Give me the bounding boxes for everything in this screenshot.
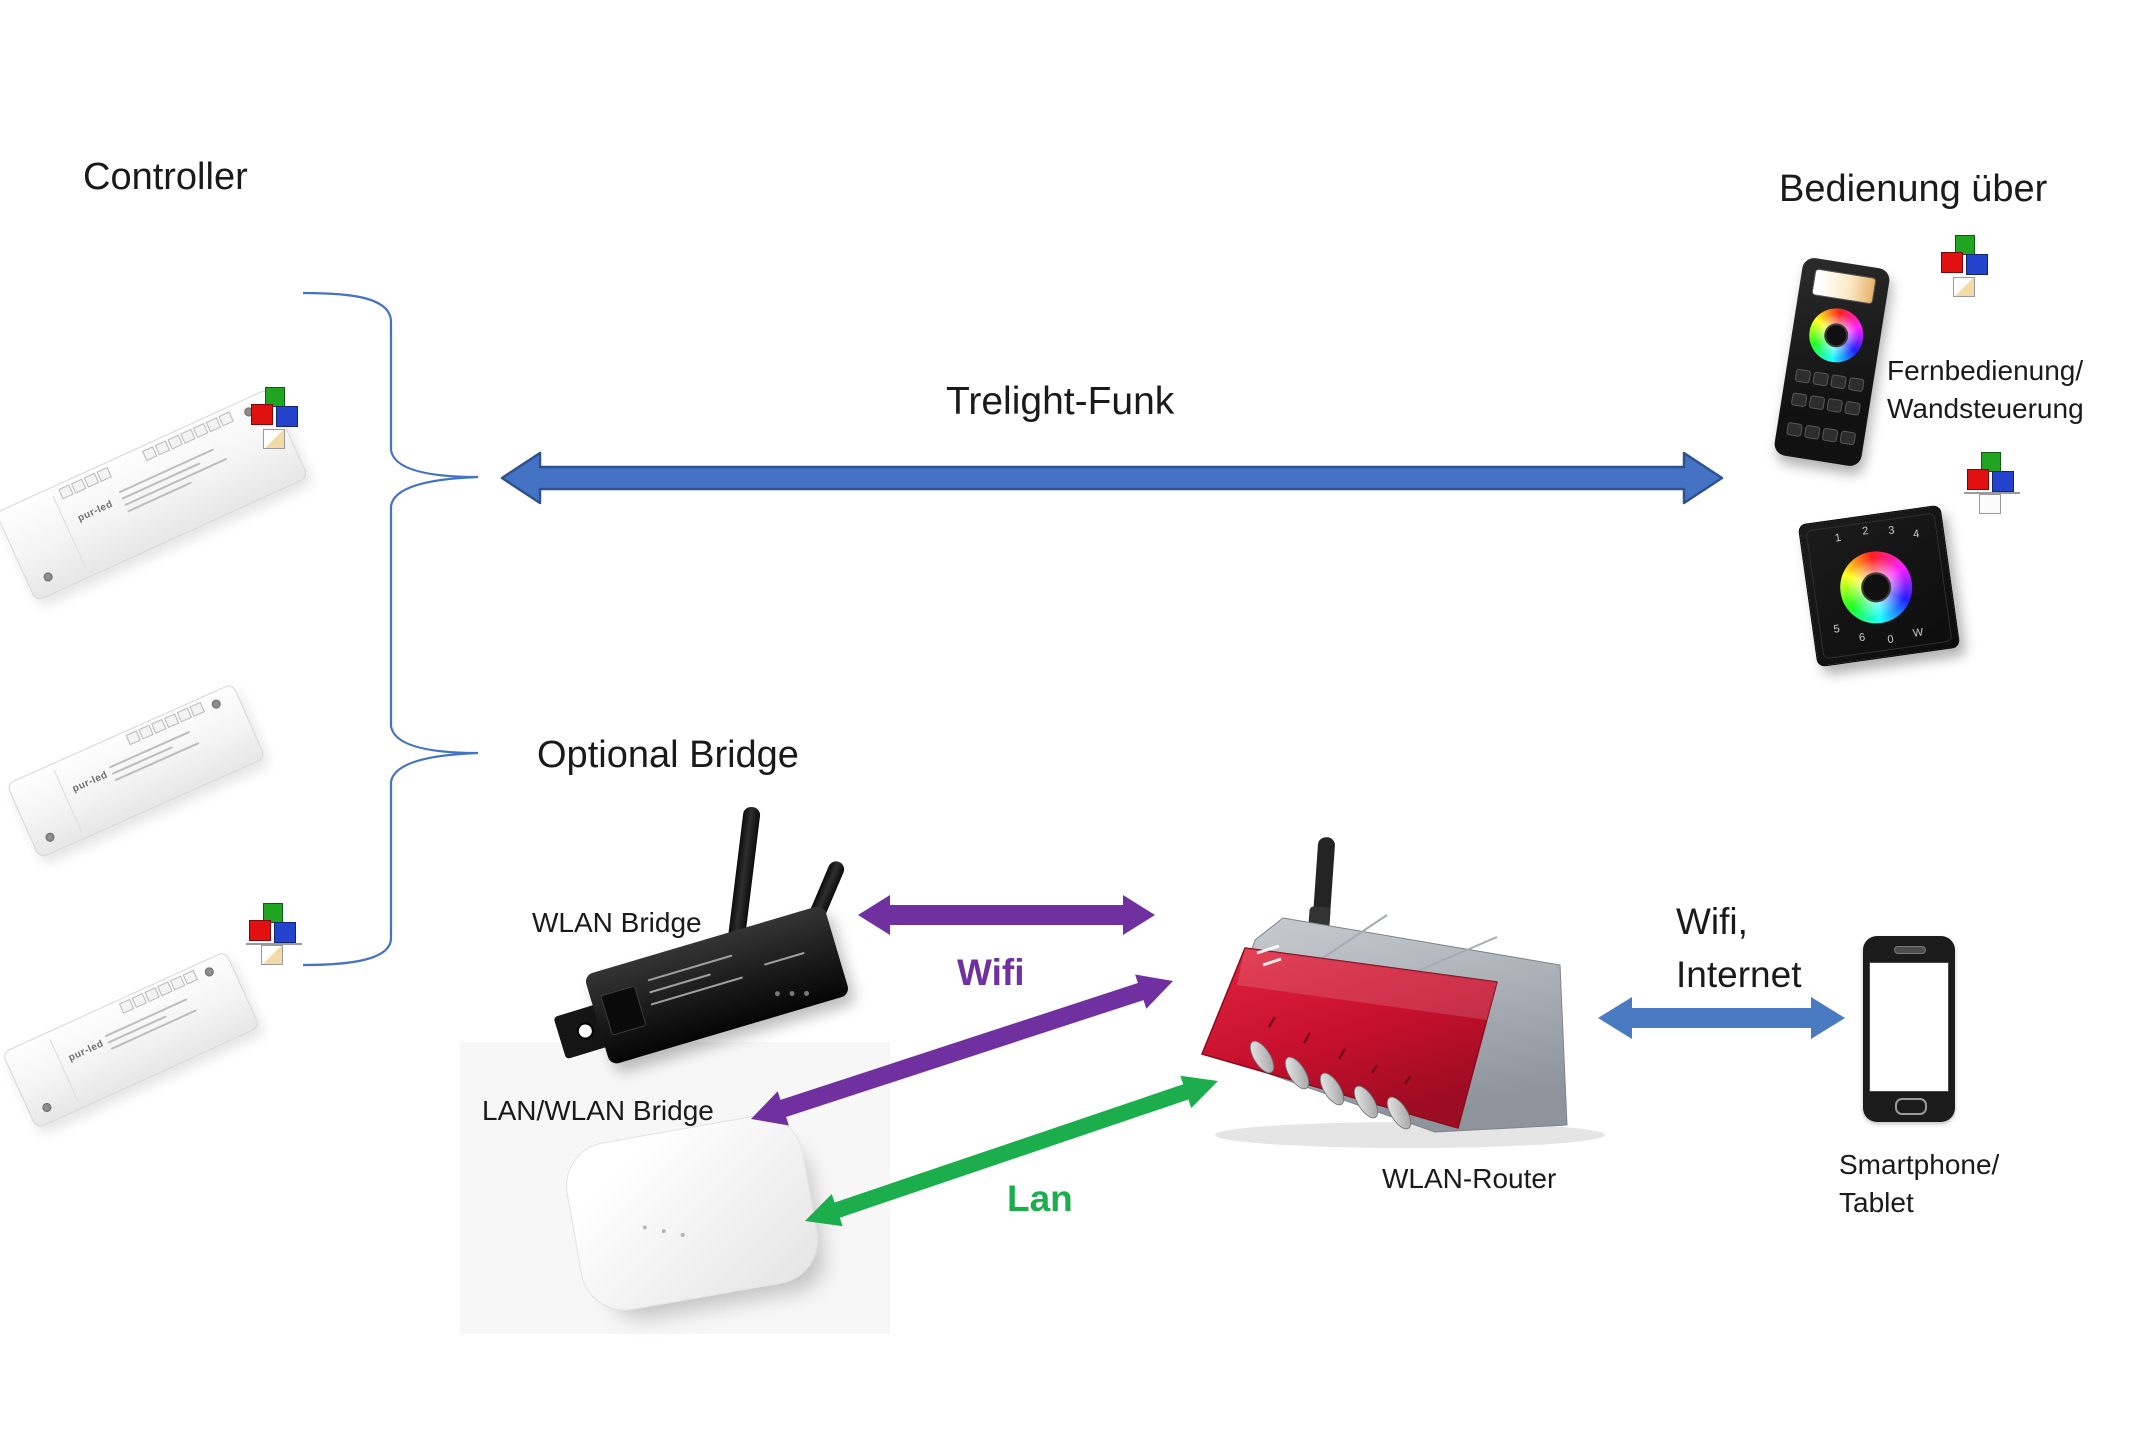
smartphone-device [1863,936,1955,1122]
rgbw-color-icon [1941,235,1991,297]
wifi-arrow-horizontal [858,895,1155,935]
lan-link-label: Lan [1007,1178,1073,1219]
lan-arrow [805,1075,1218,1227]
rgbw-color-icon [251,387,301,449]
wifi-link-label: Wifi [957,952,1025,993]
controller-title: Controller [83,156,248,198]
rgbw-color-icon [246,903,302,965]
bedienung-title: Bedienung über [1779,168,2048,210]
lan-wlan-bridge-label: LAN/WLAN Bridge [482,1095,714,1126]
phone-screen [1869,962,1949,1092]
wifi-arrow-diagonal [751,974,1173,1126]
controllers-brace [302,291,479,967]
optional-bridge-title: Optional Bridge [537,734,799,776]
trelight-funk-label: Trelight-Funk [946,380,1175,423]
phone-home-button [1895,1098,1927,1115]
wlan-router-label: WLAN-Router [1382,1163,1557,1194]
wifi-internet-arrow [1598,997,1845,1039]
rgbw-color-icon [1964,452,2020,514]
wifi-internet-label: Wifi, Internet [1676,901,1802,995]
wlan-router-device [1201,837,1605,1148]
fernbedienung-label: Fernbedienung/ Wandsteuerung [1887,355,2084,424]
trelight-funk-arrow [500,451,1724,505]
wlan-bridge-label: WLAN Bridge [532,907,702,938]
phone-speaker [1894,946,1926,954]
smartphone-label: Smartphone/ Tablet [1839,1149,2000,1218]
